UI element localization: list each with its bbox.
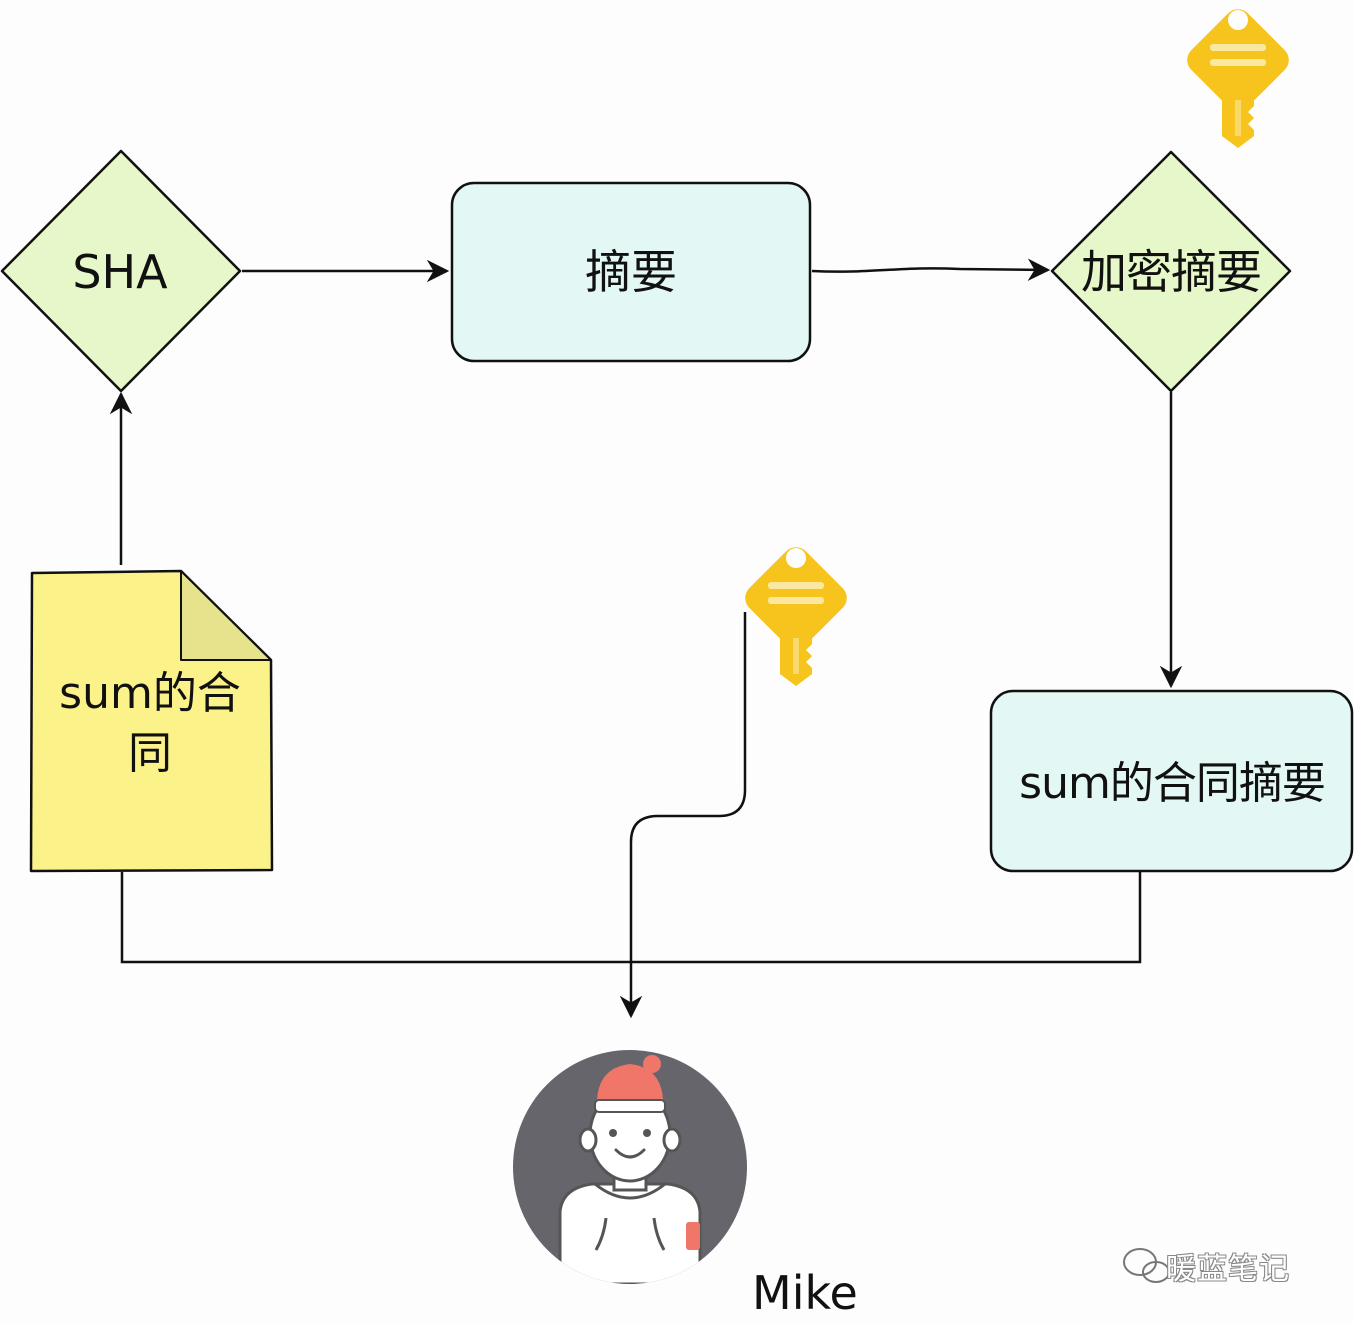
key-icon: [745, 547, 847, 686]
digest-label: 摘要: [585, 245, 677, 299]
person-avatar-icon: [513, 1050, 747, 1284]
encrypted-digest-diamond: [1050, 150, 1292, 393]
contract-label-line2: 同: [128, 728, 172, 779]
watermark: 暖蓝笔记: [1118, 1244, 1318, 1288]
key-icon: [1187, 9, 1289, 148]
contract-digest-box: [989, 689, 1354, 873]
wechat-icon: [1123, 1248, 1170, 1283]
contract-label-line1: sum的合: [59, 668, 241, 719]
sha-diamond: [0, 149, 242, 393]
contract-document: [29, 569, 274, 873]
arrow-key-to-mike: [619, 612, 747, 1019]
sha-label: SHA: [72, 245, 168, 299]
digest-box: [450, 181, 812, 363]
contract-label: sum的合 同: [36, 664, 264, 784]
watermark-text: 暖蓝笔记: [1166, 1252, 1290, 1287]
contract-digest-label: sum的合同摘要: [1019, 758, 1326, 809]
arrow-digest-to-encrypted: [811, 258, 1051, 282]
encrypted-digest-label: 加密摘要: [1081, 245, 1262, 299]
person-name: Mike: [752, 1266, 858, 1320]
